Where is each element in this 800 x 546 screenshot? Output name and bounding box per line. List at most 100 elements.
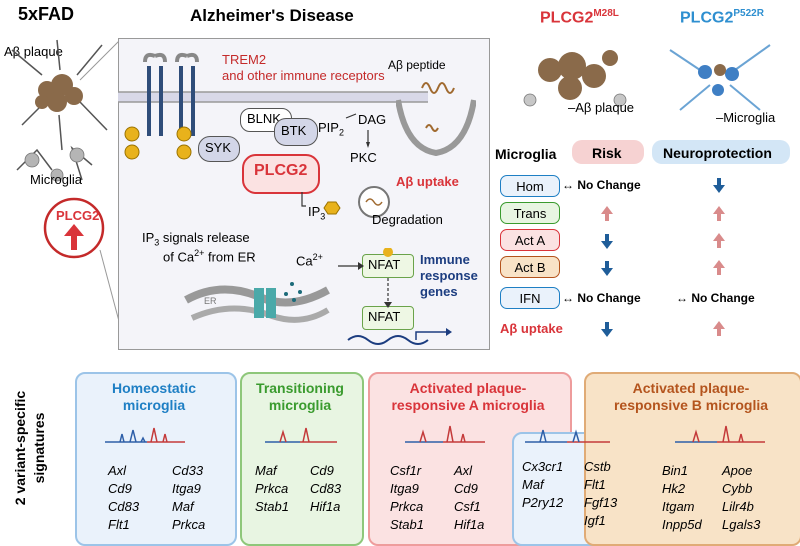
- hom-risk-nochange: ↔ No Change: [562, 178, 641, 192]
- acta-genes-col2: Axl Cd9 Csf1 Hif1a: [454, 462, 484, 534]
- row-acta: Act A: [500, 229, 560, 251]
- side-label-2: signatures: [31, 412, 47, 484]
- btk-node: [274, 118, 318, 146]
- actb-genes-col2: Apoe Cybb Lilr4b Lgals3: [722, 462, 760, 534]
- gene: Cybb: [722, 481, 753, 496]
- pip2-label: PIP2: [318, 120, 344, 138]
- neuron-plaque-illustration: [11, 39, 108, 182]
- acta-genes-col1: Csf1r Itga9 Prkca Stab1: [390, 462, 424, 534]
- plcg2-node: [242, 154, 320, 194]
- gene: Stab1: [390, 517, 424, 532]
- gene: Itgam: [662, 499, 695, 514]
- receptor-icon: [143, 52, 199, 136]
- gene: Fgf13: [584, 495, 618, 510]
- plcg2-label: PLCG2: [254, 162, 308, 179]
- ip3-signals-line2: of Ca2+ from ER: [163, 248, 256, 265]
- gene: Csf1r: [390, 463, 422, 478]
- pip2-arrows: [345, 113, 370, 148]
- model-label: 5xFAD: [18, 4, 75, 24]
- gene: Flt1: [108, 517, 130, 532]
- nfat-label-top: NFAT: [368, 257, 401, 272]
- actA-title: Activated plaque-responsive A microglia: [391, 380, 545, 413]
- immune-genes-line2: response: [420, 268, 478, 283]
- gene: Apoe: [722, 463, 753, 478]
- gene: Hk2: [662, 481, 686, 496]
- ifn-protect-nochange: ↔ No Change: [676, 291, 755, 305]
- risk-plaque-label: –Aβ plaque: [568, 100, 635, 115]
- gene: Cx3cr1: [522, 459, 564, 474]
- abeta-peptide-icon: [421, 82, 455, 94]
- immune-genes-line1: Immune: [420, 252, 470, 267]
- protect-microglia-illustration: [669, 44, 771, 111]
- nfat-node-bottom: [362, 306, 414, 330]
- gene: Maf: [522, 477, 544, 492]
- gene: Inpp5d: [662, 517, 702, 532]
- side-label-1: 2 variant-specific: [12, 390, 28, 506]
- pkc-label: PKC: [350, 150, 377, 165]
- hom-genes-col2: Cd33 Itga9 Maf Prkca: [172, 462, 205, 534]
- protect-microglia-label: –Microglia: [716, 110, 776, 125]
- gene: Cd9: [310, 463, 334, 478]
- blnk-label: BLNK: [247, 111, 281, 126]
- header-microglia: Microglia: [495, 146, 557, 162]
- ip3-arrow: [301, 192, 341, 215]
- disease-title: Alzheimer's Disease: [190, 6, 354, 25]
- gene: Prkca: [390, 499, 424, 514]
- gene: Bin1: [662, 463, 689, 478]
- abeta-peptide-label: Aβ peptide: [388, 58, 446, 72]
- gene: Cd83: [310, 481, 342, 496]
- sub-genes-col2: Cstb Flt1 Fgf13 Igf1: [584, 458, 617, 530]
- degradation-label: Degradation: [372, 212, 443, 227]
- syk-label: SYK: [205, 140, 232, 155]
- hom-genes-col1: Axl Cd9 Cd83 Flt1: [108, 462, 139, 534]
- trans-genes-col1: Maf Prkca Stab1: [255, 462, 289, 516]
- gene: Csf1: [454, 499, 481, 514]
- volcano-sketches: [105, 425, 765, 443]
- gene: Cstb: [584, 459, 611, 474]
- immune-genes-line3: genes: [420, 284, 458, 299]
- protect-variant-title: PLCG2P522R: [680, 8, 764, 27]
- row-trans: Trans: [500, 202, 560, 224]
- gene: Itga9: [172, 481, 201, 496]
- gene: Maf: [172, 499, 194, 514]
- ca-label: Ca2+: [296, 252, 323, 269]
- gene: Cd9: [108, 481, 132, 496]
- header-risk-pill: [572, 140, 644, 164]
- cell-membrane: [118, 91, 428, 103]
- gene: Itga9: [390, 481, 419, 496]
- trem2-label: TREM2: [222, 52, 267, 67]
- gene: Cd9: [454, 481, 478, 496]
- gene: Flt1: [584, 477, 606, 492]
- er-illustration: [184, 282, 330, 323]
- gene: Lilr4b: [722, 499, 754, 514]
- abeta-uptake-label: Aβ uptake: [396, 174, 459, 189]
- er-label: ER: [204, 296, 217, 306]
- syk-node: [198, 136, 240, 162]
- gene: Prkca: [172, 517, 206, 532]
- risk-variant-title: PLCG2M28L: [540, 8, 619, 27]
- gene: Prkca: [255, 481, 289, 496]
- nfat-arrows: [338, 248, 452, 345]
- gene: Maf: [255, 463, 277, 478]
- ifn-risk-nochange: ↔ No Change: [562, 291, 641, 305]
- microglia-label: Microglia: [30, 172, 83, 187]
- risk-plaque-illustration: [523, 50, 627, 107]
- microglia-circle-icon: [43, 197, 105, 259]
- gene: Axl: [108, 463, 127, 478]
- left-plcg2-label: PLCG2: [56, 208, 100, 223]
- effect-arrows: [601, 178, 725, 337]
- ip3-signals-line1: IP3 signals release: [142, 230, 250, 248]
- row-actb: Act B: [500, 256, 560, 278]
- actb-genes-col1: Bin1 Hk2 Itgam Inpp5d: [662, 462, 702, 534]
- row-uptake: Aβ uptake: [500, 321, 563, 336]
- phosphate-icons: [124, 126, 192, 160]
- gene: P2ry12: [522, 495, 564, 510]
- gene: Axl: [454, 463, 473, 478]
- lysosome-icon: [358, 186, 390, 218]
- gene: Hif1a: [454, 517, 485, 532]
- ip3-label: IP3: [308, 204, 326, 222]
- gene: Cd83: [108, 499, 140, 514]
- gene: Igf1: [584, 513, 606, 528]
